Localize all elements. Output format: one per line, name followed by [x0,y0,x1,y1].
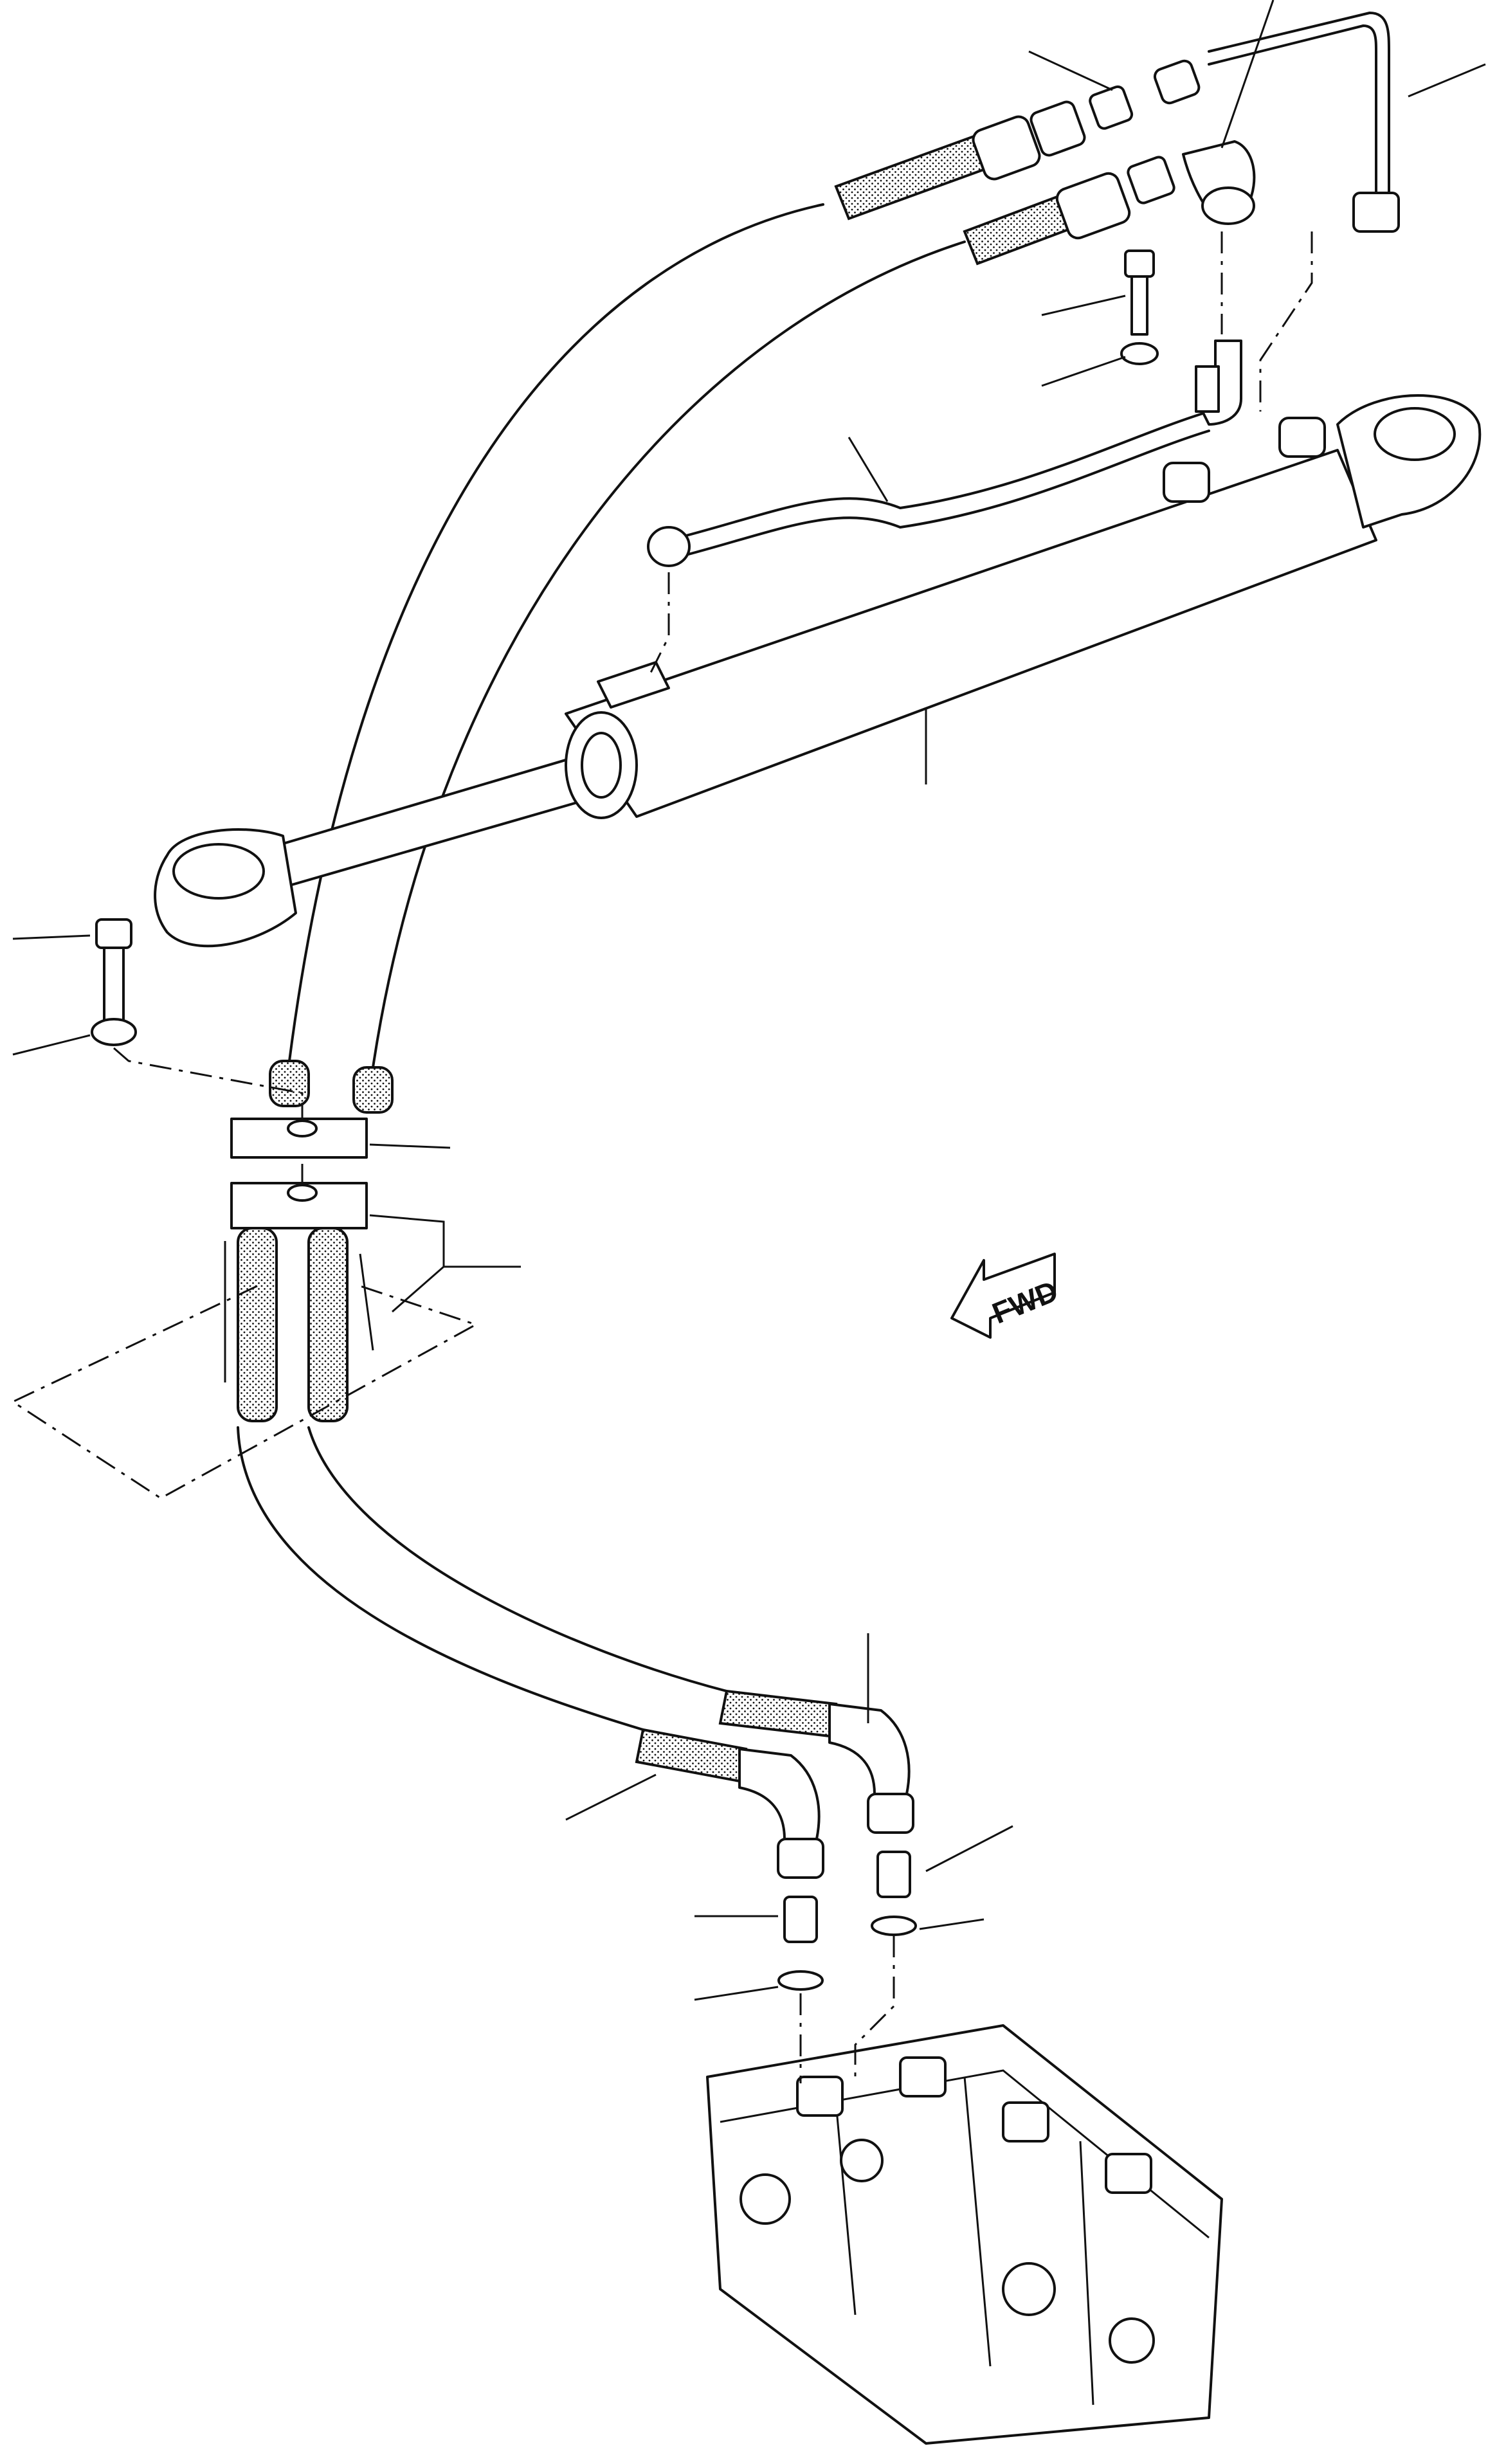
top-hose-fittings [834,59,1256,266]
fwd-arrow-icon: FWD [950,1253,1062,1339]
hydraulic-cylinder [154,394,1482,948]
steel-tubes [647,12,1400,567]
elbow-and-bolt [1120,249,1242,426]
clamp-bolt [91,918,137,1046]
assembly-centerlines [10,231,1313,2083]
hose-clamp [224,1060,394,1422]
callout-leaders [12,0,1486,2001]
control-valve [706,2024,1223,2445]
lower-hose-lines [237,1426,917,1991]
